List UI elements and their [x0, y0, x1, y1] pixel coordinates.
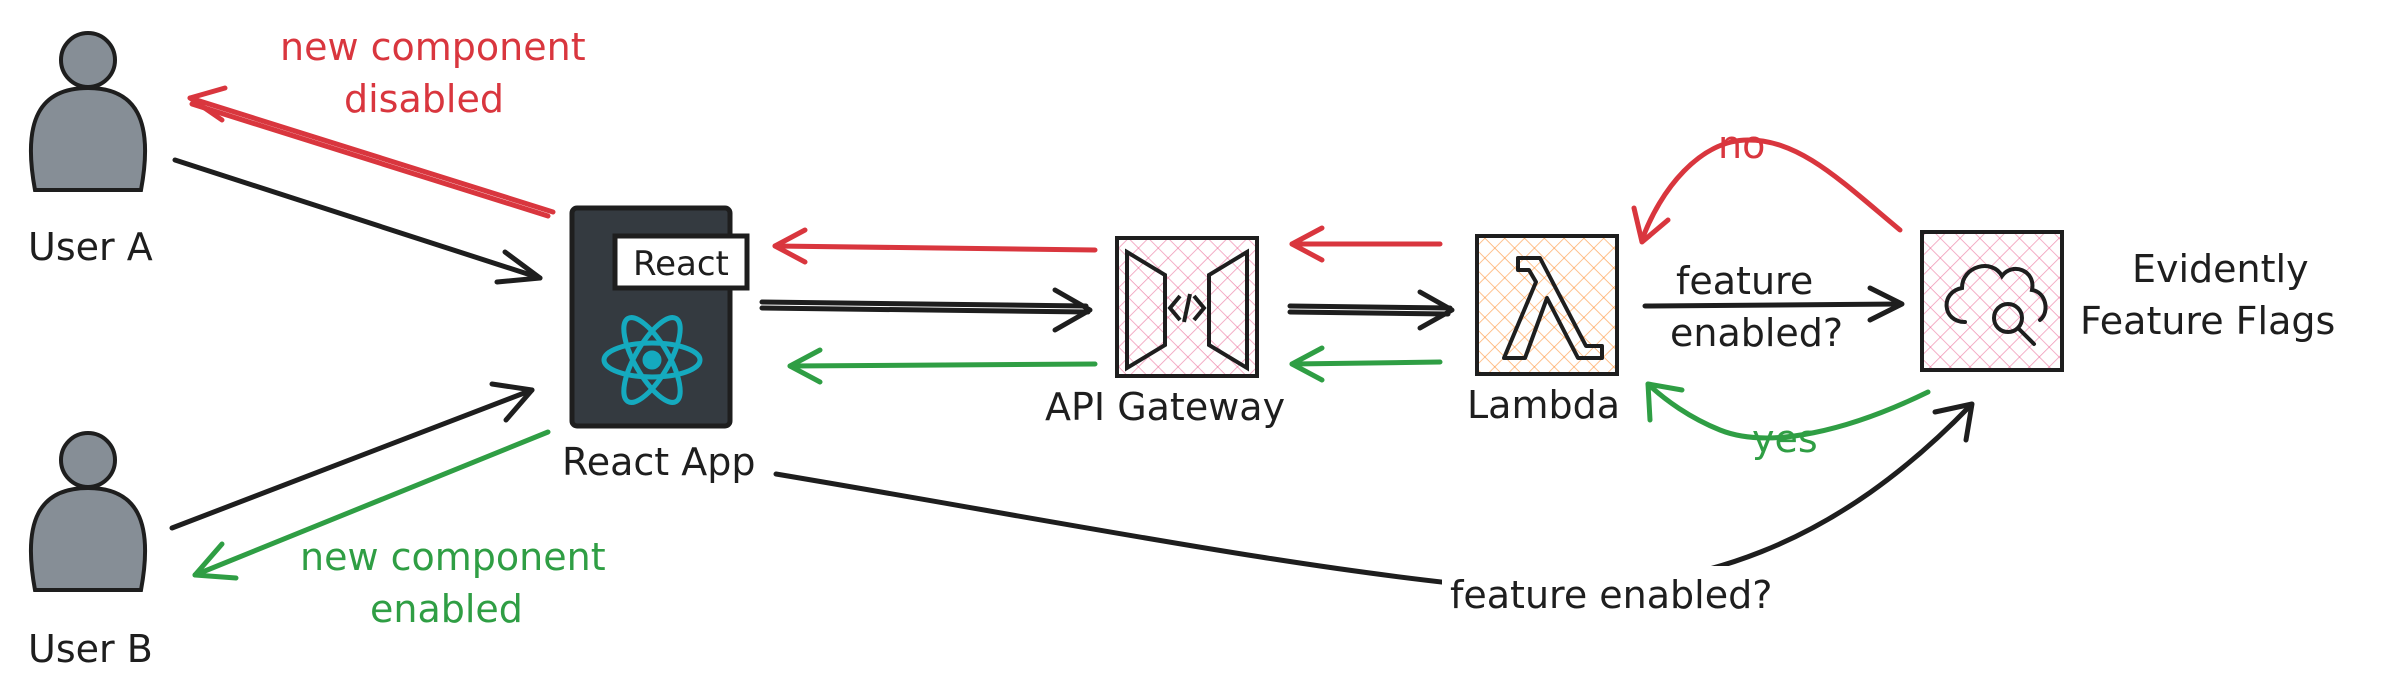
- react-badge-text: React: [633, 244, 729, 284]
- lambda-label: Lambda: [1467, 383, 1620, 427]
- label-new-component-disabled-2: disabled: [344, 77, 504, 121]
- label-no: no: [1718, 123, 1765, 167]
- user-b-label: User B: [28, 627, 153, 671]
- arrow-user-b-to-app: [169, 381, 535, 531]
- react-logo-icon: [601, 315, 703, 405]
- arrow-api-to-lambda: [1287, 289, 1455, 331]
- label-app-query-bg: [1442, 566, 1822, 620]
- user-a-node: User A: [28, 31, 153, 269]
- label-new-component-disabled-1: new component: [280, 25, 586, 69]
- lambda-icon: [1502, 256, 1604, 360]
- evidently-box: [1920, 230, 2064, 372]
- arrow-user-a-to-app: [172, 157, 543, 285]
- lambda-node: Lambda: [1467, 234, 1620, 427]
- arrow-api-to-app-green: [787, 347, 1098, 385]
- arrow-api-to-app-red: [772, 227, 1098, 265]
- react-badge-box: [612, 233, 750, 291]
- label-new-component-enabled-2: enabled: [370, 587, 523, 631]
- evidently-label-line2: Feature Flags: [2080, 299, 2335, 343]
- arrow-lambda-to-api-red: [1289, 225, 1443, 263]
- label-app-query: feature enabled?: [1450, 573, 1772, 617]
- user-a-icon: [28, 31, 148, 192]
- arrow-evidently-to-lambda-no: [1631, 137, 1903, 245]
- user-b-icon: [28, 431, 148, 592]
- user-b-node: User B: [28, 431, 153, 671]
- arrow-app-to-user-a-disabled: [187, 85, 556, 219]
- react-app-node: React React App: [562, 205, 755, 484]
- arrow-app-to-api: [759, 287, 1093, 333]
- arrow-lambda-to-api-green: [1289, 345, 1443, 383]
- lambda-box: [1475, 234, 1619, 376]
- api-gateway-icon: [1125, 248, 1249, 372]
- arrow-lambda-to-evidently: [1642, 285, 1905, 323]
- label-lambda-query-2: enabled?: [1670, 311, 1843, 355]
- arrow-app-to-user-b-enabled: [192, 429, 551, 581]
- api-gateway-label: API Gateway: [1045, 385, 1285, 429]
- label-lambda-query-1: feature: [1676, 259, 1813, 303]
- api-gateway-node: API Gateway: [1045, 236, 1285, 429]
- label-new-component-enabled-1: new component: [300, 535, 606, 579]
- user-a-label: User A: [28, 225, 153, 269]
- arrow-evidently-to-lambda-yes: [1645, 381, 1931, 441]
- label-yes: yes: [1752, 417, 1818, 461]
- react-app-label: React App: [562, 440, 755, 484]
- evidently-label-line1: Evidently: [2132, 247, 2309, 291]
- cloud-search-icon: [1944, 264, 2048, 346]
- evidently-node: Evidently Feature Flags: [1920, 230, 2335, 372]
